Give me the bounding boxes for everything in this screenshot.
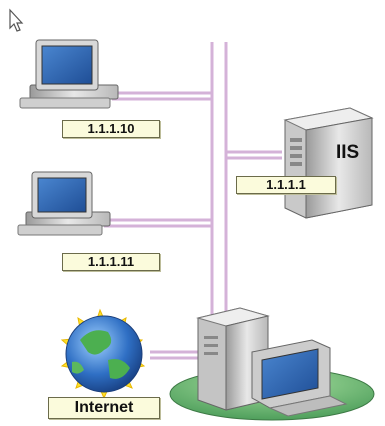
- server-name-iis: IIS: [336, 142, 360, 163]
- mouse-pointer-icon: [9, 8, 24, 32]
- ip-label-iis-server: 1.1.1.1: [236, 176, 336, 194]
- ip-label-client-b: 1.1.1.11: [62, 253, 160, 271]
- ip-label-client-a: 1.1.1.10: [62, 120, 160, 138]
- desktop-computer-icon: [19, 39, 119, 109]
- internet-label: Internet: [48, 397, 160, 419]
- globe-icon: [60, 308, 146, 400]
- server-workstation-icon: [196, 307, 348, 417]
- network-cabling: [104, 42, 282, 360]
- desktop-computer-icon: [17, 171, 111, 236]
